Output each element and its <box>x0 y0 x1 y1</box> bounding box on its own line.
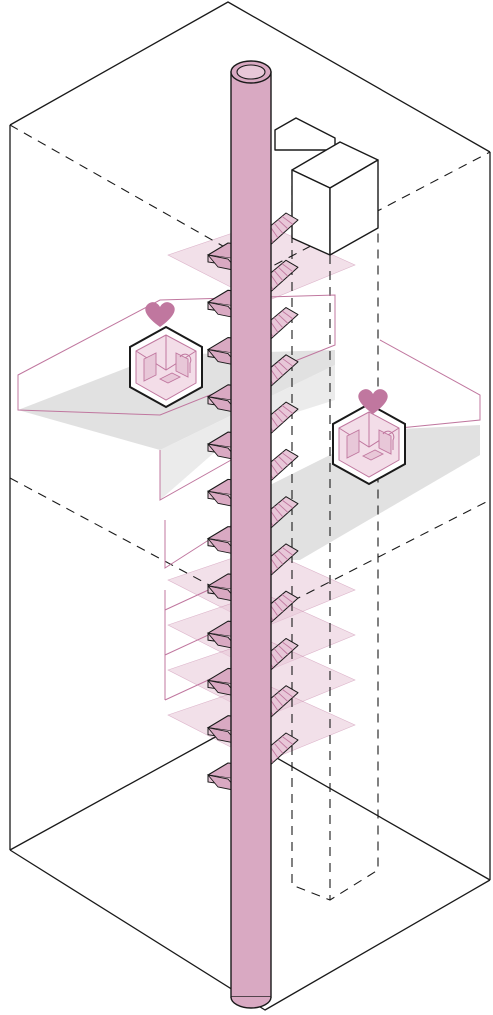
column-shaft <box>231 72 271 997</box>
roof-machine-box <box>275 118 378 255</box>
right-floor-outline <box>380 340 480 430</box>
column-top-inner <box>237 65 265 79</box>
central-column <box>231 61 271 1008</box>
column-bottom-cap <box>231 997 271 1008</box>
heart-icon <box>145 302 174 327</box>
machine-box-back <box>275 118 335 150</box>
room-pod-left <box>130 302 202 407</box>
room-pod-right <box>333 389 405 484</box>
